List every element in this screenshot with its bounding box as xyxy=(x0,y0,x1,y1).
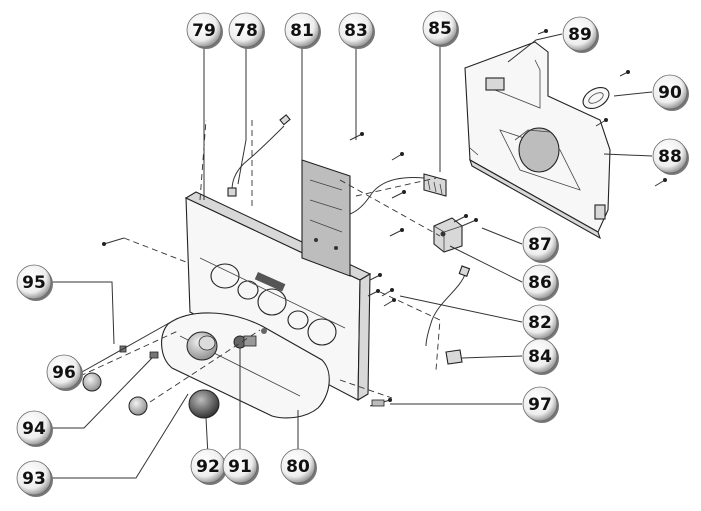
callout-label: 87 xyxy=(528,235,552,255)
front-panel-hole xyxy=(257,288,287,316)
callout-79: 79 xyxy=(186,12,223,49)
callout-82: 82 xyxy=(522,304,559,341)
callout-bubble xyxy=(16,264,52,300)
callout-bubble xyxy=(186,12,222,48)
callout-label: 84 xyxy=(528,347,552,367)
callout-bubble xyxy=(652,138,688,174)
front-panel-hole xyxy=(287,310,309,330)
clip xyxy=(445,349,463,365)
callout-label: 91 xyxy=(228,457,252,477)
callout-label: 82 xyxy=(528,313,552,333)
callout-89: 89 xyxy=(562,16,599,53)
callout-96: 96 xyxy=(46,354,83,391)
callout-bubble xyxy=(522,264,558,300)
lamp-wire xyxy=(425,265,471,365)
callout-83: 83 xyxy=(338,12,375,49)
callout-92: 92 xyxy=(190,448,227,485)
rear-cover-clip xyxy=(594,204,606,220)
callout-90: 90 xyxy=(652,74,689,111)
callout-label: 96 xyxy=(52,363,76,383)
callout-label: 93 xyxy=(22,469,46,489)
callout-bubble xyxy=(562,16,598,52)
callout-label: 83 xyxy=(344,21,368,41)
callout-bubble xyxy=(422,10,458,46)
callout-80: 80 xyxy=(280,448,317,485)
callout-bubble xyxy=(16,410,52,446)
callout-bubble xyxy=(522,226,558,262)
callout-label: 88 xyxy=(658,147,682,167)
callout-label: 85 xyxy=(428,19,452,39)
screw xyxy=(537,29,667,187)
callout-87: 87 xyxy=(522,226,559,263)
callout-bubble xyxy=(228,12,264,48)
knob xyxy=(186,331,218,361)
callout-bubble xyxy=(280,448,316,484)
rear-cover xyxy=(464,41,611,240)
callout-91: 91 xyxy=(222,448,259,485)
callout-95: 95 xyxy=(16,264,53,301)
callout-label: 78 xyxy=(234,21,258,41)
circuit-board xyxy=(301,159,351,277)
callout-86: 86 xyxy=(522,264,559,301)
front-panel-hole xyxy=(237,280,259,300)
callout-bubble xyxy=(222,448,258,484)
callout-97: 97 xyxy=(522,386,559,423)
assembly-guides xyxy=(79,119,441,403)
callout-bubble xyxy=(522,338,558,374)
sensor-wire xyxy=(227,114,291,197)
callout-label: 80 xyxy=(286,457,310,477)
callout-78: 78 xyxy=(228,12,265,49)
callout-85: 85 xyxy=(422,10,459,47)
callout-bubble xyxy=(652,74,688,110)
callout-bubble xyxy=(284,12,320,48)
rear-cover-boss xyxy=(518,127,560,173)
front-panel-hole xyxy=(307,318,337,346)
callout-84: 84 xyxy=(522,338,559,375)
callout-label: 90 xyxy=(658,83,682,103)
callout-label: 92 xyxy=(196,457,220,477)
callout-bubble xyxy=(338,12,374,48)
terminal-block xyxy=(349,173,447,215)
callout-93: 93 xyxy=(16,460,53,497)
callout-label: 97 xyxy=(528,395,552,415)
callout-label: 81 xyxy=(290,21,314,41)
callout-label: 86 xyxy=(528,273,552,293)
callout-label: 79 xyxy=(192,21,216,41)
front-panel-display xyxy=(254,272,286,292)
callout-label: 89 xyxy=(568,25,592,45)
gasket xyxy=(582,86,610,110)
callout-bubble xyxy=(16,460,52,496)
front-panel-hole xyxy=(210,263,240,289)
callout-94: 94 xyxy=(16,410,53,447)
callout-label: 95 xyxy=(22,273,46,293)
callout-label: 94 xyxy=(22,419,46,439)
callout-81: 81 xyxy=(284,12,321,49)
callout-bubble xyxy=(46,354,82,390)
relay xyxy=(433,217,463,253)
screws-group xyxy=(102,132,478,407)
callout-bubble xyxy=(522,386,558,422)
indicator-lens xyxy=(188,389,220,419)
callout-88: 88 xyxy=(652,138,689,175)
